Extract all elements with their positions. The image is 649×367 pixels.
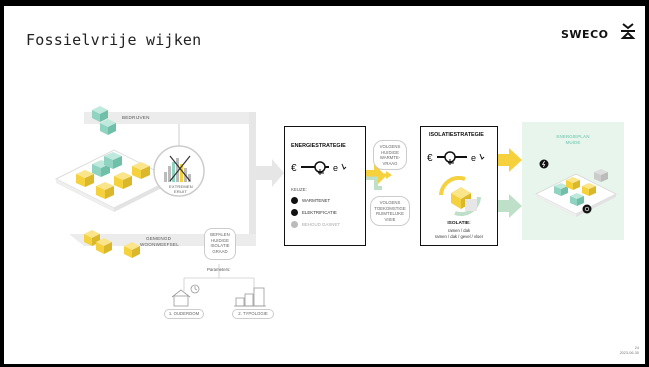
isolation-option-2: ramen / dak / gevel / vloer [434, 234, 484, 239]
extremen-label: EXTREMEN [169, 184, 193, 189]
woonweefsel-cubes [84, 230, 140, 258]
energieplan-cubes [554, 169, 608, 206]
option-elektrificatie: ELEKTRIFICATIE [302, 210, 337, 215]
eruit-label: ERUIT [174, 189, 187, 194]
slide-footer: 24 2023-06-30 [620, 346, 639, 356]
pill-line: WARMTE- [379, 155, 401, 161]
svg-text:€: € [427, 153, 433, 164]
platform-yellow-cubes [76, 162, 150, 199]
heatnet-badge-icon [582, 204, 592, 214]
energieplan-title-1: ENERGIEPLAN [556, 134, 590, 139]
pill-future-vision: VOLGENS TOEKOMSTIGE RUIMTELIJKE VISIE [370, 196, 410, 226]
param-ouderdom: 1. OUDERDOM [164, 309, 204, 319]
bedrijven-label: BEDRIJVEN [122, 115, 150, 120]
determine-isolation-box: BEPALEN HUIDIGE ISOLATIE GRAAD [204, 228, 236, 260]
choice-label: KEUZE: [291, 187, 307, 192]
svg-text:e: e [333, 163, 338, 173]
determine-line: ISOLATIE [210, 243, 230, 249]
energieplan-title-2: MUIDE [565, 140, 581, 145]
electricity-icon [291, 209, 298, 216]
isolation-strategy-title: ISOLATIESTRATEGIE [429, 132, 484, 138]
svg-text:€: € [291, 163, 297, 174]
sweco-logo-icon [620, 23, 636, 39]
parameters-label: Parameters: [207, 267, 231, 272]
woonweefsel-label-1: GEMENGD [146, 236, 172, 241]
slide-date: 2023-06-30 [619, 351, 639, 355]
green-arrow-right [498, 194, 522, 218]
energy-strategy-title: ENERGIESTRATEGIE [291, 143, 346, 149]
gas-flame-icon [291, 221, 298, 228]
param-typologie: 2. TYPOLOGIE [232, 309, 274, 319]
option-warmtenet: WARMTENET [302, 198, 331, 203]
pill-line: HUIDIGE [381, 149, 399, 155]
typology-buildings-icon [234, 287, 266, 307]
yellow-arrow-right [498, 148, 522, 172]
pill-line: VISIE [384, 216, 396, 222]
heatnet-icon [291, 197, 298, 204]
slide: Fossielvrije wijken SWECO [4, 6, 645, 364]
pill-line: VOLGENS [379, 144, 401, 149]
isolation-house-icon [439, 175, 481, 217]
svg-text:e: e [471, 153, 476, 163]
pill-line: VRAAG [382, 160, 398, 166]
isolation-label: ISOLATIE: [447, 221, 471, 226]
isolation-strategy-box: ISOLATIESTRATEGIE € e ISOLATIE: ramen / … [420, 126, 498, 246]
determine-line: BEPALEN [210, 232, 230, 237]
woonweefsel-label-2: WOONWEEFSEL [140, 242, 179, 247]
cost-slider-icon: € e [291, 161, 347, 175]
bedrijven-band [84, 112, 256, 124]
extremes-circle [153, 145, 205, 197]
main-flow-arrow [256, 159, 284, 187]
option-behoud-gasnet: BEHOUD GASNET [302, 222, 341, 227]
pill-line: TOEKOMSTIGE [374, 205, 406, 211]
pill-current-demand: VOLGENS HUIDIGE WARMTE- VRAAG [373, 140, 407, 170]
sweco-logo-text: SWECO [561, 28, 609, 41]
isolation-cost-slider-icon: € e [427, 151, 485, 165]
platform-teal-cubes [92, 152, 122, 177]
electric-badge-icon [539, 159, 549, 169]
isolation-option-1: ramen / dak [447, 228, 471, 233]
determine-line: GRAAD [212, 248, 228, 254]
energy-strategy-box: ENERGIESTRATEGIE € e KEUZE: WARMTENET EL… [284, 126, 366, 246]
bedrijven-cubes [92, 106, 116, 135]
house-age-icon [171, 284, 200, 307]
page-number: 24 [634, 346, 639, 350]
pill-line: VOLGENS [379, 200, 401, 205]
determine-line: HUIDIGE [211, 237, 229, 243]
pill-line: RUIMTELIJKE [376, 211, 404, 217]
slide-title: Fossielvrije wijken [26, 31, 202, 49]
